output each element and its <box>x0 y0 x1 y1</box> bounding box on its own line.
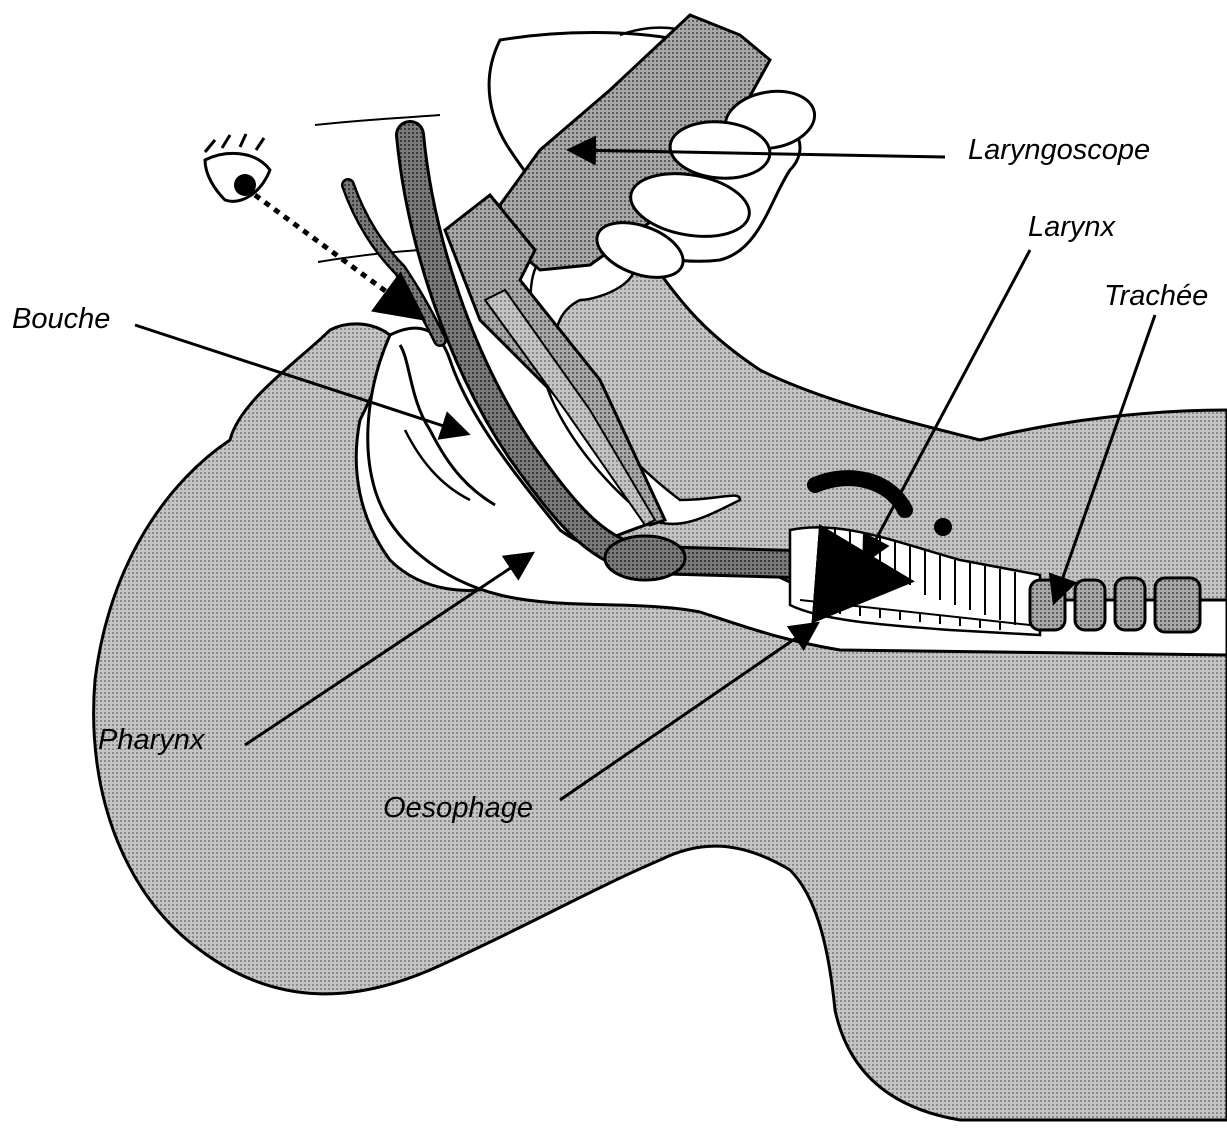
label-bouche: Bouche <box>12 305 110 334</box>
label-pharynx: Pharynx <box>98 726 204 755</box>
tube-direction-arrow <box>830 575 895 580</box>
tube-cuff <box>605 536 685 580</box>
label-larynx: Larynx <box>1028 213 1115 242</box>
label-oesophage: Oesophage <box>383 794 533 823</box>
eye-icon <box>205 134 270 201</box>
trachea-segments <box>1030 578 1200 632</box>
label-laryngoscope: Laryngoscope <box>968 136 1150 165</box>
larynx-dot <box>934 518 952 536</box>
label-trachee: Trachée <box>1104 282 1208 311</box>
head-body-silhouette <box>94 243 1227 1120</box>
